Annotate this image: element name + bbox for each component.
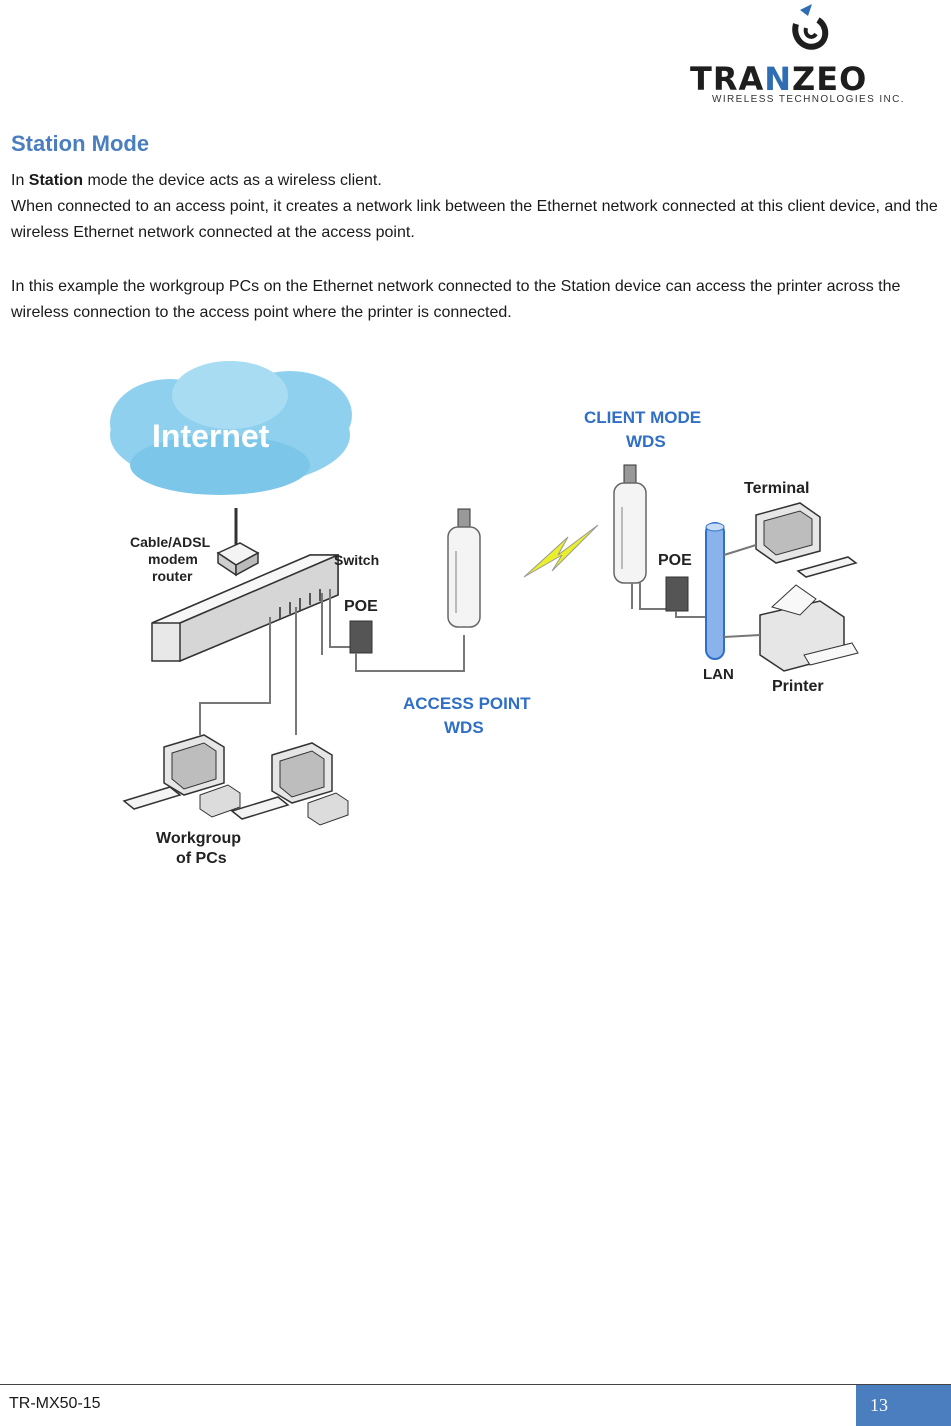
lan-backbone-icon xyxy=(705,522,725,660)
terminal-label: Terminal xyxy=(744,480,810,497)
logo-swirl-icon xyxy=(792,4,829,50)
access-point-label-line2: WDS xyxy=(444,718,484,737)
footer-divider xyxy=(0,1384,951,1385)
lan-label: LAN xyxy=(703,666,734,683)
access-point-device-icon xyxy=(447,508,481,628)
modem-label-line1: Cable/ADSL xyxy=(130,534,211,550)
poe-right-label: POE xyxy=(658,552,692,569)
logo-subtitle: WIRELESS TECHNOLOGIES INC. xyxy=(712,94,905,105)
client-mode-label-line1: CLIENT MODE xyxy=(584,408,701,427)
document-code: TR-MX50-15 xyxy=(9,1395,101,1412)
printer-label: Printer xyxy=(772,678,824,695)
workgroup-pc-1-icon xyxy=(122,734,241,818)
workgroup-pc-2-icon xyxy=(230,742,349,826)
switch-label: Switch xyxy=(334,552,379,568)
poe-right-icon xyxy=(665,576,689,612)
workgroup-label-line2: of PCs xyxy=(176,850,227,867)
poe-left-label: POE xyxy=(344,598,378,615)
wireless-link-icon xyxy=(523,524,599,578)
client-device-icon xyxy=(613,464,647,584)
network-diagram: Internet Cable/ADSL modem router Switch … xyxy=(110,361,859,867)
access-point-label-line1: ACCESS POINT xyxy=(403,694,531,713)
example-paragraph: In this example the workgroup PCs on the… xyxy=(11,278,901,321)
page-number: 13 xyxy=(870,1395,888,1415)
client-mode-label-line2: WDS xyxy=(626,432,666,451)
workgroup-label-line1: Workgroup xyxy=(156,830,241,847)
intro-paragraph: In Station mode the device acts as a wir… xyxy=(11,172,382,189)
poe-left-icon xyxy=(349,620,373,654)
description-paragraph: When connected to an access point, it cr… xyxy=(11,198,938,241)
modem-router-icon xyxy=(216,542,260,577)
modem-label-line3: router xyxy=(152,568,193,584)
modem-label-line2: modem xyxy=(148,551,198,567)
page-number-box: 13 xyxy=(856,1385,951,1426)
internet-cloud-icon xyxy=(110,361,352,495)
terminal-icon xyxy=(755,502,858,578)
station-bold-term: Station xyxy=(28,172,84,189)
switch-icon xyxy=(151,553,339,663)
printer-icon xyxy=(759,584,859,672)
internet-label: Internet xyxy=(152,418,270,454)
logo-wordmark: TRANZEO xyxy=(690,60,868,98)
company-logo: TRANZEO WIRELESS TECHNOLOGIES INC. xyxy=(686,2,938,108)
section-title: Station Mode xyxy=(11,131,150,156)
